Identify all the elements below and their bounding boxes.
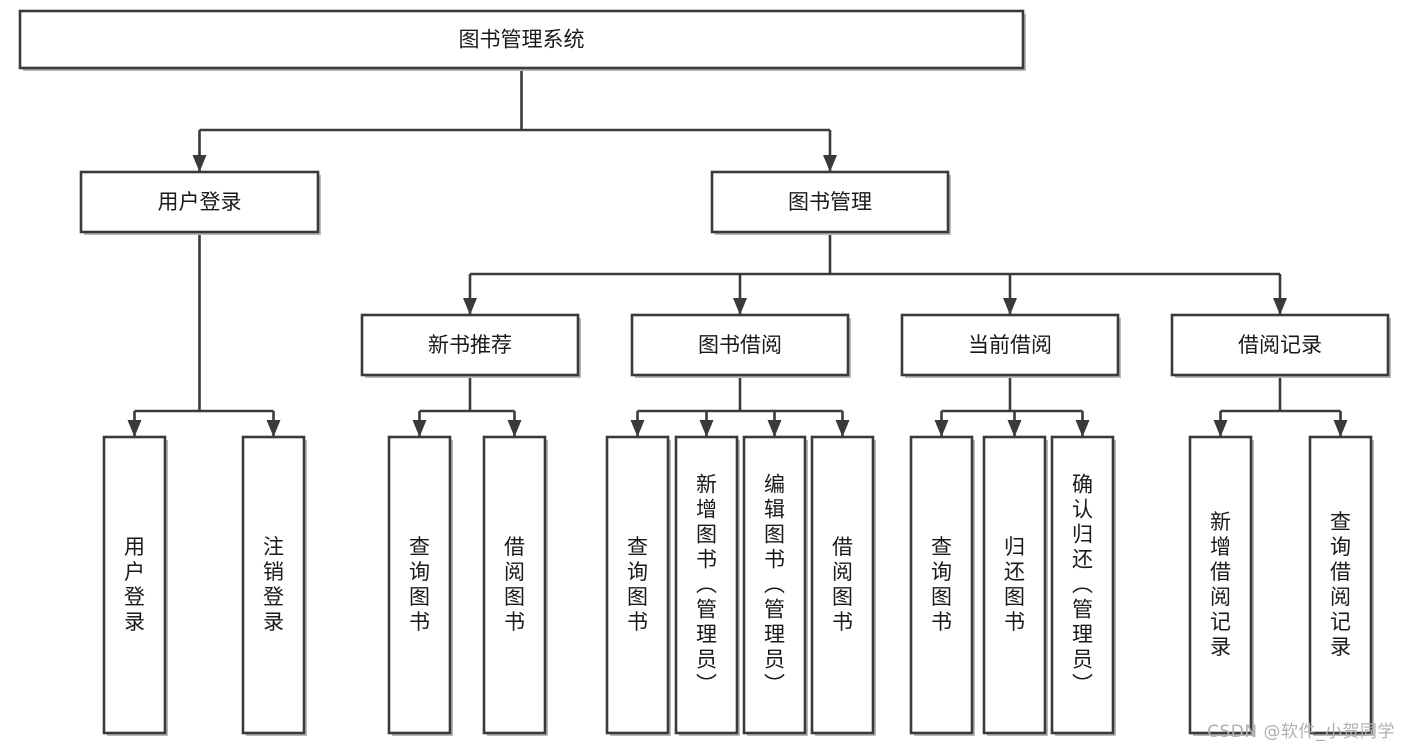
arrow-head-icon	[1075, 420, 1090, 437]
node-borrow-record-rect[interactable]	[1170, 313, 1390, 377]
node-leaf-add-record-label: 新增借阅记录	[1210, 510, 1231, 659]
node-user-login[interactable]: 用户登录	[79, 170, 321, 235]
node-leaf-query-book-cb-rect[interactable]	[909, 435, 974, 735]
node-leaf-user-login[interactable]: 用户登录	[102, 435, 168, 736]
node-leaf-add-book-label: 新增图书︵管理员︶	[696, 473, 717, 697]
arrow-head-icon	[1003, 298, 1017, 315]
node-leaf-edit-book-rect[interactable]	[742, 435, 807, 735]
node-leaf-query-book-br[interactable]: 查询图书	[605, 435, 671, 736]
node-leaf-return-book[interactable]: 归还图书	[982, 435, 1048, 736]
node-borrow-record-label: 借阅记录	[1238, 333, 1322, 357]
node-leaf-add-record[interactable]: 新增借阅记录	[1188, 435, 1254, 736]
node-leaf-user-logout-label: 注销登录	[263, 535, 284, 634]
node-root-label: 图书管理系统	[459, 28, 585, 52]
node-leaf-add-book-rect[interactable]	[674, 435, 739, 735]
node-leaf-query-book-rec-rect[interactable]	[387, 435, 452, 735]
node-current-borrow-label: 当前借阅	[968, 333, 1052, 357]
node-book-borrow-rect[interactable]	[630, 313, 850, 377]
node-book-manage[interactable]: 图书管理	[710, 170, 951, 235]
watermark-text: CSDN @软件_小贺同学	[1207, 722, 1395, 742]
node-book-manage-rect[interactable]	[710, 170, 950, 234]
node-root[interactable]: 图书管理系统	[18, 9, 1026, 71]
node-leaf-return-book-rect[interactable]	[982, 435, 1047, 735]
arrow-head-icon	[823, 155, 837, 172]
node-leaf-query-book-cb-label: 查询图书	[931, 535, 952, 634]
connector-layer	[127, 68, 1348, 437]
node-borrow-record[interactable]: 借阅记录	[1170, 313, 1391, 378]
node-book-borrow[interactable]: 图书借阅	[630, 313, 851, 378]
node-new-book-rec[interactable]: 新书推荐	[360, 313, 581, 378]
node-leaf-query-book-br-label: 查询图书	[627, 535, 648, 634]
node-leaf-borrow-book-br-rect[interactable]	[810, 435, 875, 735]
node-leaf-user-login-label: 用户登录	[124, 535, 145, 634]
node-leaf-query-record-rect[interactable]	[1308, 435, 1373, 735]
node-book-borrow-label: 图书借阅	[698, 333, 782, 357]
arrow-head-icon	[1213, 420, 1228, 437]
node-root-rect[interactable]	[18, 9, 1025, 70]
node-leaf-add-book[interactable]: 新增图书︵管理员︶	[674, 435, 740, 736]
arrow-head-icon	[192, 155, 207, 172]
arrow-head-icon	[1333, 420, 1348, 437]
node-leaf-query-book-rec[interactable]: 查询图书	[387, 435, 453, 736]
arrow-head-icon	[127, 420, 142, 437]
node-leaf-borrow-book-rec[interactable]: 借阅图书	[482, 435, 548, 736]
arrow-head-icon	[835, 420, 850, 437]
arrow-head-icon	[412, 420, 427, 437]
node-leaf-borrow-book-br-label: 借阅图书	[832, 535, 853, 634]
arrow-head-icon	[767, 420, 782, 437]
node-user-login-label: 用户登录	[158, 190, 242, 214]
node-leaf-query-book-cb[interactable]: 查询图书	[909, 435, 975, 736]
arrow-head-icon	[934, 420, 949, 437]
arrow-head-icon	[507, 420, 522, 437]
node-leaf-confirm-return-rect[interactable]	[1050, 435, 1115, 735]
node-leaf-confirm-return[interactable]: 确认归还︵管理员︶	[1050, 435, 1116, 736]
node-leaf-borrow-book-rec-label: 借阅图书	[504, 535, 525, 634]
node-current-borrow-rect[interactable]	[900, 313, 1120, 377]
node-leaf-user-login-rect[interactable]	[102, 435, 167, 735]
node-book-manage-label: 图书管理	[788, 190, 872, 214]
node-leaf-user-logout[interactable]: 注销登录	[241, 435, 307, 736]
arrow-head-icon	[1007, 420, 1022, 437]
arrow-head-icon	[733, 298, 747, 315]
node-leaf-query-book-br-rect[interactable]	[605, 435, 670, 735]
node-leaf-return-book-label: 归还图书	[1004, 535, 1025, 634]
node-leaf-edit-book[interactable]: 编辑图书︵管理员︶	[742, 435, 808, 736]
node-new-book-rec-label: 新书推荐	[428, 333, 512, 357]
node-leaf-user-logout-rect[interactable]	[241, 435, 306, 735]
arrow-head-icon	[699, 420, 714, 437]
node-leaf-query-record-label: 查询借阅记录	[1330, 510, 1351, 659]
node-leaf-query-record[interactable]: 查询借阅记录	[1308, 435, 1374, 736]
node-user-login-rect[interactable]	[79, 170, 320, 234]
node-leaf-borrow-book-rec-rect[interactable]	[482, 435, 547, 735]
arrow-head-icon	[266, 420, 281, 437]
arrow-head-icon	[1273, 298, 1287, 315]
node-leaf-borrow-book-br[interactable]: 借阅图书	[810, 435, 876, 736]
node-new-book-rec-rect[interactable]	[360, 313, 580, 377]
arrow-head-icon	[630, 420, 645, 437]
node-leaf-edit-book-label: 编辑图书︵管理员︶	[764, 473, 785, 697]
node-leaf-confirm-return-label: 确认归还︵管理员︶	[1072, 473, 1093, 697]
node-leaf-query-book-rec-label: 查询图书	[409, 535, 430, 634]
node-layer: 图书管理系统用户登录图书管理新书推荐图书借阅当前借阅借阅记录用户登录注销登录查询…	[18, 9, 1391, 736]
node-current-borrow[interactable]: 当前借阅	[900, 313, 1121, 378]
arrow-head-icon	[463, 298, 477, 315]
node-leaf-add-record-rect[interactable]	[1188, 435, 1253, 735]
